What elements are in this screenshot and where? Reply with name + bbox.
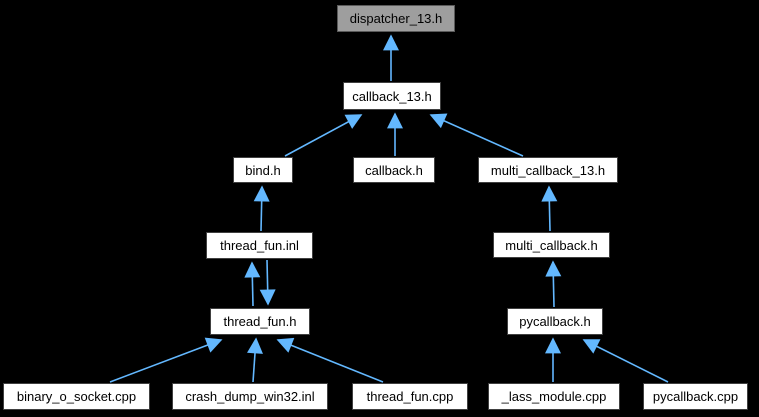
edge-multi_callback_h-to-multi_callback_13_h <box>541 185 558 232</box>
node-label: multi_callback_13.h <box>490 162 606 178</box>
edge-thread_fun_cpp-to-thread_fun_h <box>276 337 384 383</box>
node-crash_dump_win32_inl[interactable]: crash_dump_win32.inl <box>172 383 328 410</box>
node-callback_13_h[interactable]: callback_13.h <box>343 82 441 110</box>
node-label: thread_fun.cpp <box>366 389 454 404</box>
edge-thread_fun_h-to-thread_fun_inl <box>244 261 261 307</box>
node-pycallback_h[interactable]: pycallback.h <box>507 308 603 335</box>
edge-multi_callback_13_h-to-callback_13_h <box>429 113 524 157</box>
node-label: multi_callback.h <box>505 237 598 253</box>
node-bind_h[interactable]: bind.h <box>233 157 293 183</box>
node-label: callback.h <box>365 162 423 178</box>
edge-pycallback_cpp-to-pycallback_h <box>582 339 669 383</box>
node-label: pycallback.h <box>519 314 591 329</box>
node-binary_o_socket_cpp[interactable]: binary_o_socket.cpp <box>3 383 150 410</box>
node-thread_fun_inl[interactable]: thread_fun.inl <box>206 232 313 259</box>
edge-pycallback_h-to-multi_callback_h <box>545 260 562 308</box>
edge-crash_dump_win32_inl-to-thread_fun_h <box>247 337 263 383</box>
node-label: callback_13.h <box>352 88 432 104</box>
node-multi_callback_13_h[interactable]: multi_callback_13.h <box>478 157 618 183</box>
node-thread_fun_h[interactable]: thread_fun.h <box>210 308 310 335</box>
node-label: thread_fun.h <box>223 314 297 329</box>
edge-thread_fun_inl-to-thread_fun_h <box>259 259 276 306</box>
node-label: thread_fun.inl <box>220 238 299 253</box>
node-multi_callback_h[interactable]: multi_callback.h <box>493 232 610 258</box>
node-callback_h[interactable]: callback.h <box>353 157 435 183</box>
node-label: bind.h <box>245 162 281 178</box>
node-label: pycallback.cpp <box>652 389 739 404</box>
node-label: binary_o_socket.cpp <box>16 389 137 404</box>
node-label: _lass_module.cpp <box>501 389 607 404</box>
node-_lass_module_cpp[interactable]: _lass_module.cpp <box>488 383 620 410</box>
node-label: dispatcher_13.h <box>349 11 443 26</box>
node-pycallback_cpp[interactable]: pycallback.cpp <box>643 383 748 410</box>
node-dispatcher_13_h[interactable]: dispatcher_13.h <box>337 5 455 32</box>
edge-bind_h-to-callback_13_h <box>284 114 363 157</box>
edge-thread_fun_inl-to-bind_h <box>253 185 270 232</box>
node-thread_fun_cpp[interactable]: thread_fun.cpp <box>352 383 468 410</box>
node-label: crash_dump_win32.inl <box>185 389 315 404</box>
edge-binary_o_socket_cpp-to-thread_fun_h <box>109 337 223 383</box>
